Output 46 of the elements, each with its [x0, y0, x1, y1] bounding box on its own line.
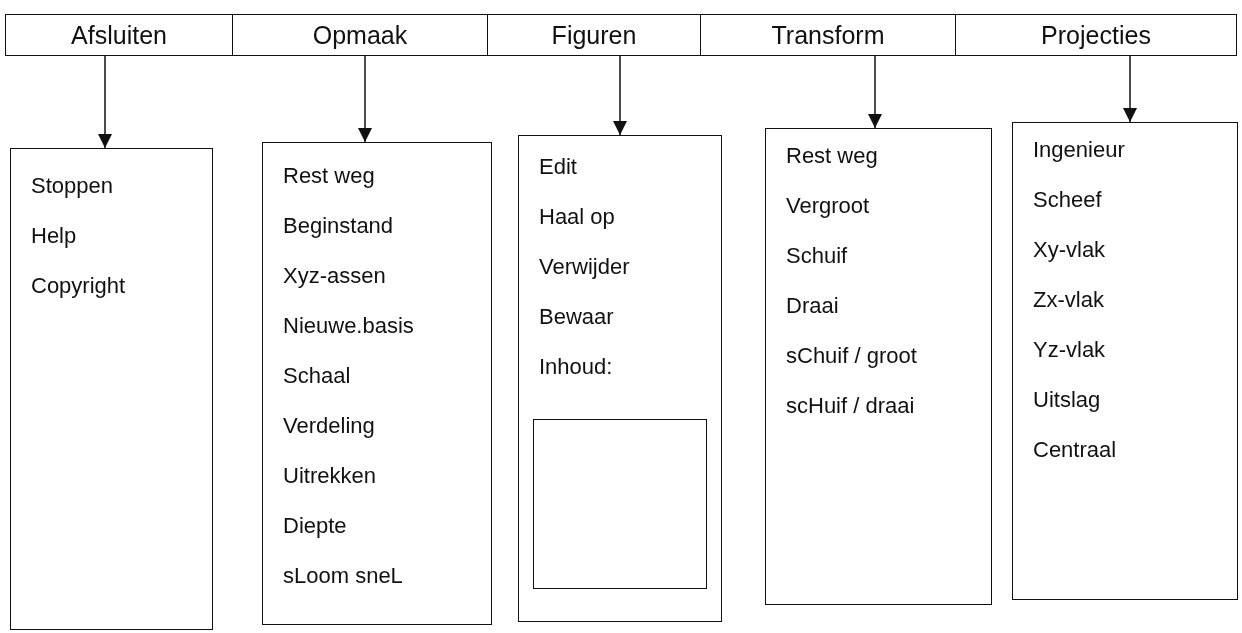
arrow [613, 55, 627, 136]
menu-item: Uitrekken [283, 462, 377, 490]
menu-item: Yz-vlak [1033, 336, 1107, 364]
menu-item: Vergroot [786, 192, 871, 220]
menu-item: Zx-vlak [1033, 286, 1105, 314]
menu-item: Stoppen [31, 172, 114, 200]
menu-item: Rest weg [283, 162, 376, 190]
menu-item: Xy-vlak [1033, 236, 1107, 264]
dropdown-menu [765, 128, 992, 605]
menu-item: Edit [539, 153, 578, 181]
menu-tab: Opmaak [232, 14, 488, 56]
dropdown-menu [1012, 122, 1238, 600]
menu-item: Xyz-assen [283, 262, 387, 290]
menu-item: Bewaar [539, 303, 615, 331]
menu-item: Inhoud: [539, 353, 614, 381]
menu-item: scHuif / draai [786, 392, 916, 420]
menu-item: sLoom sneL [283, 562, 404, 590]
content-box [533, 419, 707, 589]
menu-item: Verwijder [539, 253, 631, 281]
menu-item: Haal op [539, 203, 616, 231]
dropdown-menu [262, 142, 492, 625]
menu-item: Draai [786, 292, 840, 320]
menu-item: Centraal [1033, 436, 1118, 464]
menu-tab: Figuren [487, 14, 701, 56]
menu-item: Verdeling [283, 412, 376, 440]
menu-tab: Afsluiten [5, 14, 233, 56]
menu-item: Nieuwe.basis [283, 312, 415, 340]
menu-item: Ingenieur [1033, 136, 1126, 164]
menu-tab: Transform [700, 14, 956, 56]
arrow [868, 55, 882, 129]
menu-item: Help [31, 222, 78, 250]
arrow [1123, 55, 1137, 123]
dropdown-menu [518, 135, 722, 622]
menu-item: Beginstand [283, 212, 395, 240]
menu-item: Schaal [283, 362, 352, 390]
dropdown-menu [10, 148, 213, 630]
menu-item: Schuif [786, 242, 849, 270]
menu-item: Copyright [31, 272, 127, 300]
menu-item: Rest weg [786, 142, 879, 170]
arrow [358, 55, 372, 143]
menu-item: Diepte [283, 512, 348, 540]
menu-tab: Projecties [955, 14, 1237, 56]
menu-item: Scheef [1033, 186, 1103, 214]
menu-item: sChuif / groot [786, 342, 918, 370]
arrow [98, 55, 112, 149]
menu-item: Uitslag [1033, 386, 1102, 414]
